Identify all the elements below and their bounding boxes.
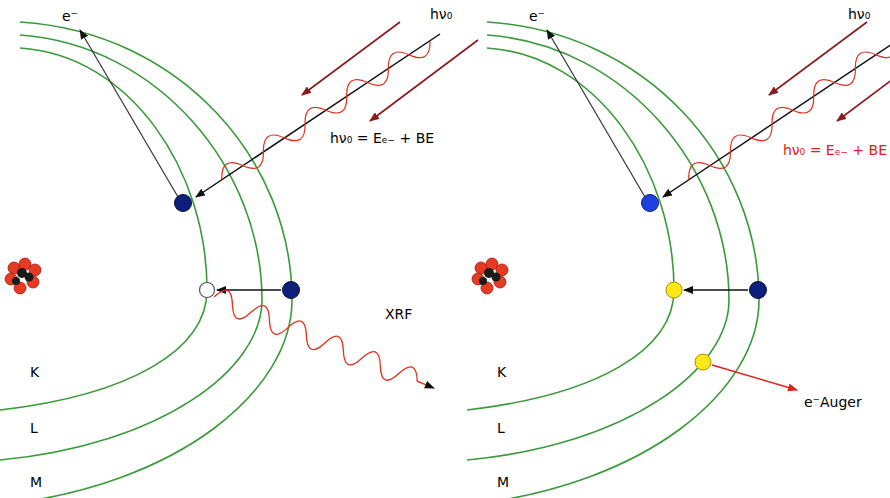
- shell-label: K: [30, 364, 39, 381]
- electron-label: e⁻: [529, 8, 545, 25]
- outer-electron: [283, 282, 300, 299]
- photon-label: hν₀: [848, 6, 870, 23]
- incident-photon: [547, 22, 890, 197]
- fluorescence-label: XRF: [385, 306, 412, 323]
- energy-equation: hν₀ = Eₑ₋ + BE: [783, 142, 887, 159]
- shell-label: M: [497, 474, 509, 491]
- energy-equation: hν₀ = Eₑ₋ + BE: [330, 130, 434, 147]
- xrf-panel: [0, 22, 478, 498]
- electron-shells: [467, 22, 759, 498]
- auger-panel: [467, 22, 890, 498]
- fluorescence-wave: [210, 287, 438, 398]
- electron-transition: [684, 289, 748, 290]
- nucleus: [472, 258, 508, 294]
- shell-label: L: [497, 420, 505, 437]
- core-hole: [200, 283, 215, 298]
- auger-label: e⁻Auger: [804, 394, 862, 411]
- auger-electron: [695, 354, 711, 370]
- photoelectron: [175, 195, 192, 212]
- shell-label: K: [497, 364, 506, 381]
- electron-label: e⁻: [62, 8, 78, 25]
- electron-shells: [0, 22, 292, 498]
- nucleus: [5, 258, 41, 294]
- filled-hole: [666, 282, 682, 298]
- photon-label: hν₀: [430, 6, 452, 23]
- shell-label: M: [30, 474, 42, 491]
- auger-emission: [712, 365, 797, 390]
- outer-electron: [750, 282, 767, 299]
- shell-label: L: [30, 420, 38, 437]
- incident-photon: [80, 22, 478, 197]
- photoelectron: [642, 195, 659, 212]
